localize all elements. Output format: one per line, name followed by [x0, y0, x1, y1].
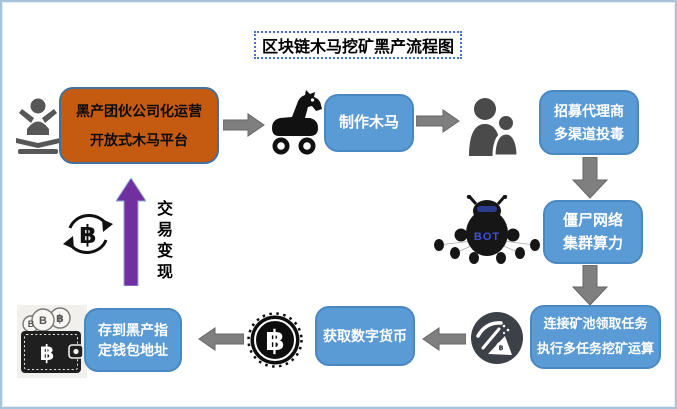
node-make-trojan: 制作木马 [324, 94, 414, 152]
node-mine-line2: 执行多任务挖矿运算 [536, 341, 654, 356]
trojan-horse-icon [264, 90, 322, 156]
node-botnet-line2: 集群算力 [562, 235, 623, 252]
node-operation-line1: 黑产团伙公司化运营 [76, 103, 202, 120]
node-mine: 连接矿池领取任务 执行多任务挖矿运算 [530, 305, 661, 369]
flow-arrow-left-2 [198, 326, 244, 352]
node-obtain-label: 获取数字货币 [323, 327, 407, 344]
miner-coin-symbol: ฿ [499, 344, 504, 352]
node-wallet: 存到黑产指 定钱包地址 [84, 308, 182, 372]
bot-label: BOT [474, 231, 500, 243]
node-recruit-line1: 招募代理商 [554, 102, 624, 119]
wallet-coin-letter-3: B [39, 315, 47, 327]
node-recruit: 招募代理商 多渠道投毒 [539, 90, 639, 155]
flow-arrow-down-2 [572, 265, 608, 306]
node-wallet-line1: 存到黑产指 [98, 321, 168, 338]
node-mine-line1: 连接矿池领取任务 [543, 316, 648, 332]
cashout-up-arrow [116, 178, 146, 286]
coin-symbol: ฿ [265, 325, 284, 356]
wallet-btc-symbol: ฿ [40, 342, 55, 365]
mining-pickaxe-icon: ฿ [470, 311, 524, 365]
flow-arrow-left-1 [422, 326, 466, 352]
node-wallet-line2: 定钱包地址 [98, 342, 168, 358]
flow-arrow-right-1 [223, 112, 265, 138]
diagram-title: 区块链木马挖矿黑产流程图 [254, 31, 462, 59]
node-operation-line2: 开放式木马平台 [90, 131, 188, 148]
exchange-btc-symbol: ฿ [79, 221, 96, 249]
users-icon [466, 96, 518, 158]
cashout-label: 交易变现 [154, 200, 171, 284]
wallet-coin-letter-2: ฿ [56, 313, 64, 325]
flow-arrow-right-2 [416, 108, 460, 134]
node-recruit-line2: 多渠道投毒 [554, 126, 624, 142]
bitcoin-coin-icon: ฿ [247, 312, 303, 368]
lecturer-icon [14, 98, 62, 156]
node-botnet: 僵尸网络 集群算力 [543, 200, 643, 264]
bitcoin-exchange-icon: ฿ [58, 206, 118, 262]
wallet-coin-letter-1: B [28, 319, 35, 329]
node-obtain: 获取数字货币 [315, 306, 415, 366]
bitcoin-wallet-icon: B ฿ B ฿ [17, 305, 87, 378]
node-make-trojan-label: 制作木马 [338, 114, 399, 132]
node-operation: 黑产团伙公司化运营 开放式木马平台 [59, 87, 219, 164]
node-botnet-line1: 僵尸网络 [562, 211, 623, 229]
flow-arrow-down-1 [572, 157, 608, 199]
botnet-robot-icon: BOT [430, 195, 544, 267]
